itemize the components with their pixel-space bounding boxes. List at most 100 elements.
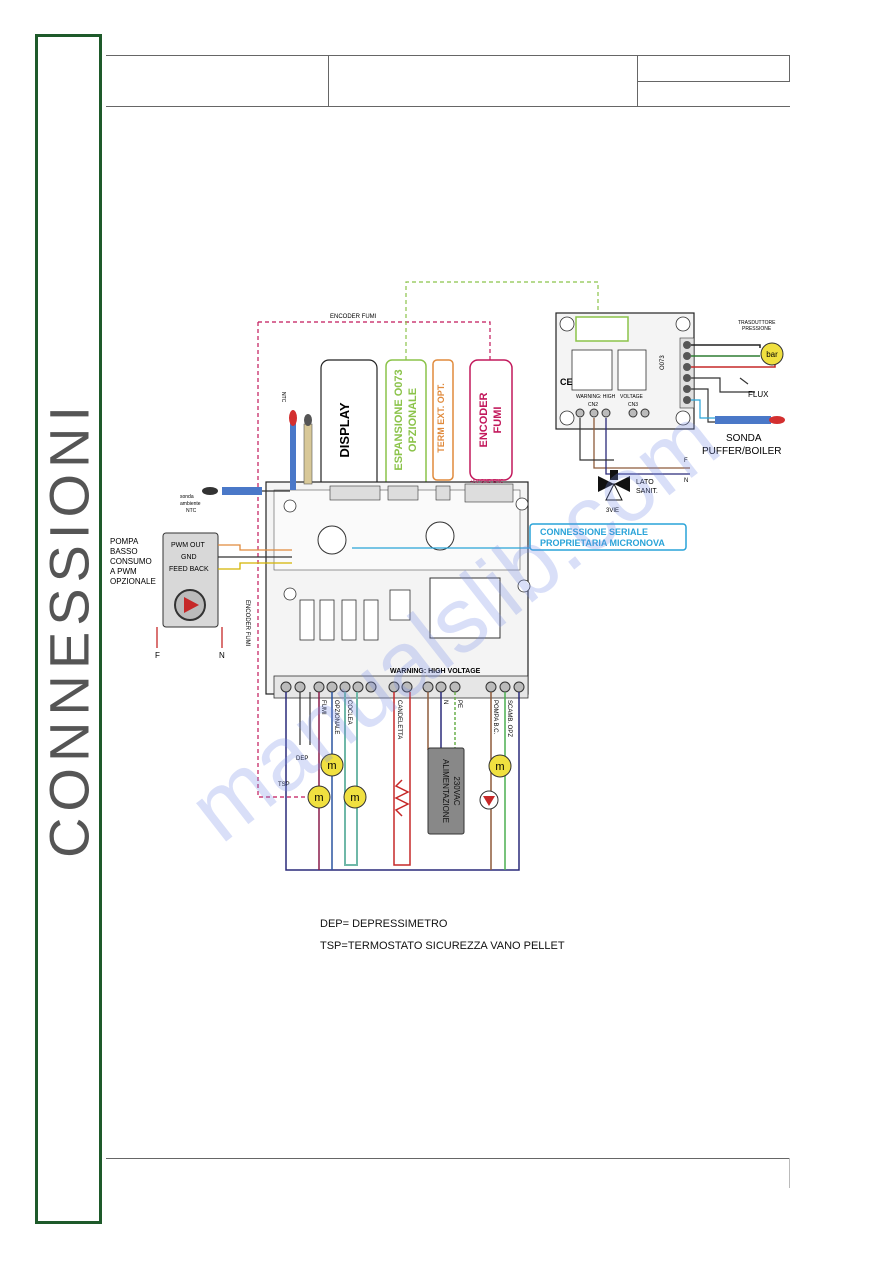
expansion-connector xyxy=(575,316,629,342)
legend-dep: DEP= DEPRESSIMETRO xyxy=(320,918,448,930)
trasduttore-label: TRASDUTTORE xyxy=(738,320,776,326)
pump-power-wire xyxy=(156,627,223,648)
expansion-dash-line xyxy=(405,281,599,360)
sonda-wire xyxy=(691,388,715,423)
svg-text:m: m xyxy=(314,792,323,804)
three-way-valve-icon xyxy=(605,482,623,501)
o073-label: O073 xyxy=(660,355,666,370)
terminal-strip xyxy=(273,675,529,699)
bar-label: bar xyxy=(766,350,778,359)
encoder-connector xyxy=(464,483,514,503)
relay xyxy=(341,599,357,641)
alimentazione-label: ALIMENTAZIONE xyxy=(441,759,450,823)
motor-icon: m xyxy=(307,785,331,809)
expansion-connector xyxy=(387,485,419,501)
pump-icon xyxy=(479,790,499,810)
coclea-wire-label: COCLEA xyxy=(346,700,352,725)
motor-icon: m xyxy=(320,753,344,777)
svg-text:m: m xyxy=(327,760,336,772)
motor-icon: m xyxy=(343,785,367,809)
flux-switch-icon xyxy=(739,377,749,385)
bar-transducer-icon xyxy=(760,342,784,366)
puffer-label: PUFFER/BOILER xyxy=(702,446,781,457)
ntc-probe xyxy=(303,423,313,485)
opzionale-label: OPZIONALE xyxy=(407,388,419,452)
sanit-label: SANIT. xyxy=(636,488,658,495)
feed-back-label: FEED BACK xyxy=(169,566,209,573)
mount-hole xyxy=(675,316,691,332)
valve-wire xyxy=(605,418,690,475)
header-divider xyxy=(789,56,790,81)
mount-hole xyxy=(283,499,297,513)
pump-arrow-icon xyxy=(184,597,199,613)
valve-n-label: N xyxy=(684,478,688,484)
flux-wire xyxy=(691,377,755,393)
sonda-puffer-tip-icon xyxy=(769,416,785,424)
pompa-label: BASSO xyxy=(110,547,138,556)
tre-vie-label: 3VIE xyxy=(606,508,619,514)
espansione-block xyxy=(385,359,427,501)
encoder-fumi-top-label: ENCODER FUMI xyxy=(330,314,377,320)
mount-hole xyxy=(517,579,531,593)
sonda-ambiente-label: sonda xyxy=(180,494,194,500)
gnd-label: GND xyxy=(181,554,197,561)
relay xyxy=(299,599,315,641)
pwm-out-label: PWM OUT xyxy=(171,542,206,549)
pompa-label: CONSUMO xyxy=(110,557,152,566)
valve-f-label: F xyxy=(684,458,688,464)
mount-hole xyxy=(559,410,575,426)
pompa-label: OPZIONALE xyxy=(110,577,156,586)
ntc-tip-icon xyxy=(289,410,297,426)
pe-wire-label: PE xyxy=(456,700,462,708)
serial-label-box xyxy=(529,523,687,551)
connessione-seriale-label: CONNESSIONE SERIALE xyxy=(540,527,648,537)
lato-label: LATO xyxy=(636,479,654,486)
term-connector xyxy=(435,485,451,501)
warning-high-label: WARNING: HIGH xyxy=(576,394,616,400)
mount-hole xyxy=(559,316,575,332)
ce-label: CE xyxy=(560,377,573,387)
pump-n-label: N xyxy=(219,651,225,660)
header-divider xyxy=(637,81,790,82)
voltage-label: VOLTAGE xyxy=(620,394,644,400)
flux-label: FLUX xyxy=(748,390,769,399)
enc-pins-label: +5V GND ENC xyxy=(470,479,504,485)
term-ext-label: TERM EXT. OPT. xyxy=(436,383,446,453)
relay xyxy=(571,349,613,391)
svg-text:m: m xyxy=(495,761,504,773)
dep-wire xyxy=(299,692,311,745)
board-section xyxy=(273,489,521,571)
display-connector xyxy=(329,485,381,501)
side-band: CONNESSIONI xyxy=(35,34,102,1224)
espansione-label: ESPANSIONE O073 xyxy=(393,369,405,470)
candeletta-wire-label: CANDELETTA xyxy=(396,700,402,739)
dep-label: DEP xyxy=(296,756,308,762)
candeletta-resistor xyxy=(394,779,410,817)
sonda-ambiente-cable xyxy=(222,487,262,495)
display-label: DISPLAY xyxy=(337,402,352,457)
pump-f-label: F xyxy=(155,651,160,660)
pressione-label: PRESSIONE xyxy=(742,326,772,332)
relay xyxy=(319,599,335,641)
sonda-ambiente-label2: ambiente xyxy=(180,501,201,507)
pompa-bc-label: POMPA B.C. xyxy=(492,700,498,735)
header-frame xyxy=(106,55,790,107)
encoder-block xyxy=(469,359,513,481)
encoder-dash-line xyxy=(258,321,491,360)
sonda-puffer-cable xyxy=(715,416,771,424)
ntc-tip-icon xyxy=(304,414,312,426)
neutral-bus-wire xyxy=(285,692,520,871)
valve-wire xyxy=(593,418,690,469)
warning-label: WARNING: HIGH VOLTAGE xyxy=(390,668,481,675)
fumi-label: FUMI xyxy=(492,407,504,434)
relay xyxy=(389,589,411,621)
pwm-out-wire xyxy=(218,544,292,551)
encoder-label: ENCODER xyxy=(478,392,490,447)
mount-hole xyxy=(515,497,529,511)
alimentazione-block xyxy=(427,747,465,835)
sonda-ambiente-icon xyxy=(202,487,218,495)
sonda-label: SONDA xyxy=(726,433,762,444)
vac-label: 230VAC xyxy=(452,776,461,805)
sonda-wire xyxy=(691,399,715,419)
